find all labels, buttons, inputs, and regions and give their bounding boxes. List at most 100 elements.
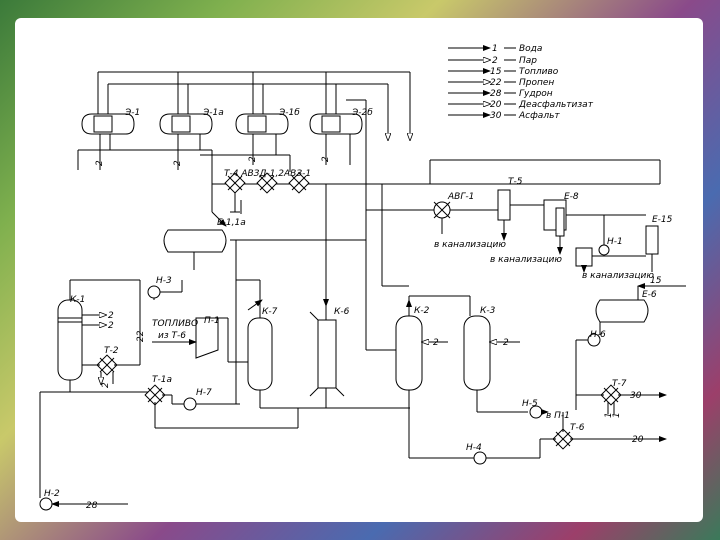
stream-label: 2 (108, 311, 114, 321)
top-pipes (97, 71, 410, 245)
pump-label: Н-1 (607, 237, 623, 247)
pump-label: Н-3 (156, 276, 172, 286)
stream-label: 2 (433, 338, 439, 348)
heat-exchanger-t1a: Т-1а (124, 375, 299, 429)
pump-n5: Н-5 в П-1 (522, 399, 570, 421)
exchanger-label: Т-5 (508, 177, 523, 187)
vessel-e8: Е-8 в канализацию (490, 192, 646, 265)
column-k7: К-7 (235, 240, 410, 409)
legend-label: Вода (519, 44, 542, 54)
stream-label: 2 (321, 156, 331, 162)
stream-label: 28 (86, 501, 98, 511)
diagram-sheet (15, 18, 703, 522)
exchanger-label: Т-1а (152, 375, 172, 385)
fuel-source-label: из Т-6 (158, 331, 186, 341)
exchanger-label: Т-7 (612, 379, 627, 389)
pump-label: Н-6 (590, 330, 606, 340)
evaporator-e1: Э-1 (81, 108, 140, 135)
stream-label: 1 (604, 412, 614, 418)
legend-row-asphalt: 30 Асфальт (448, 111, 560, 121)
evaporator-label: Э-1 (124, 108, 140, 118)
legend-row-deasphaltizate: 20 Деасфальтизат (448, 100, 594, 110)
pump-n4: Н-4 (466, 438, 556, 465)
stream-label: 1 (612, 412, 622, 418)
fuel-label: ТОПЛИВО (152, 319, 198, 329)
exchanger-label: АВГ-1 (447, 192, 474, 202)
pump-n7: Н-7 (162, 388, 240, 411)
evaporator-label: Э-1б (278, 108, 300, 118)
exchanger-label: Т-6 (570, 423, 585, 433)
evaporator-label: Э-2б (351, 108, 373, 118)
drain-label: в канализацию (434, 240, 506, 250)
column-k2: К-2 2 (365, 184, 474, 459)
stream-label: 2 (95, 160, 105, 166)
legend-code: 22 (490, 78, 502, 88)
legend-label: Пар (519, 56, 537, 66)
legend: 1 Вода 2 Пар 15 Топливо 22 Пропен 28 Гуд… (448, 44, 594, 121)
stream-label: 22 (136, 330, 146, 342)
evaporator-e1b: Э-1б (235, 108, 300, 135)
vessel-e15: Е-15 Н-1 в канализацию (575, 215, 673, 281)
legend-code: 2 (492, 56, 498, 66)
evaporator-e2b: Э-2б (309, 108, 373, 135)
evaporator-label: Э-1а (202, 108, 224, 118)
vessel-label: Е-8 (564, 192, 579, 202)
furnace-feed-label: в П-1 (546, 411, 570, 421)
pump-label: Н-4 (466, 443, 482, 453)
stream-label: 15 (650, 276, 662, 286)
heat-exchanger-t5: Т-5 (497, 177, 544, 241)
vessel-e6: Е-6 15 Н-6 (575, 276, 686, 410)
air-cooler-row: Т-4 АВЗД-1,2АВЗ-1 Е-1,1а (211, 159, 661, 228)
stream-label: 2 (248, 156, 258, 162)
column-k3: К-3 2 (463, 306, 528, 413)
avg1-cooler: АВГ-1 в канализацию (366, 192, 506, 250)
exchanger-label: Т-2 (104, 346, 119, 356)
legend-code: 30 (490, 111, 502, 121)
legend-code: 20 (490, 100, 502, 110)
drain-label: в канализацию (582, 271, 654, 281)
legend-label: Асфальт (518, 111, 560, 121)
legend-code: 28 (490, 89, 502, 99)
column-k1: К-1 2 2 22 (39, 279, 146, 498)
legend-row-fuel: 15 Топливо (448, 67, 559, 77)
heat-exchanger-t6: Т-6 20 (552, 412, 667, 450)
stream-label: 2 (503, 338, 509, 348)
column-k6: К-6 (309, 184, 350, 408)
stream-label: 30 (630, 391, 642, 401)
drain-label: в канализацию (490, 255, 562, 265)
column-label: К-1 (70, 295, 85, 305)
pump-label: Н-5 (522, 399, 538, 409)
furnace-label: П-1 (204, 316, 220, 326)
heat-exchanger-t7: Т-7 30 1 1 (576, 379, 667, 418)
legend-row-steam: 2 Пар (448, 56, 537, 66)
column-label: К-7 (262, 307, 278, 317)
stream-label: 2 (173, 160, 183, 166)
legend-label: Пропен (519, 78, 554, 88)
legend-label: Гудрон (519, 89, 553, 99)
legend-code: 15 (490, 67, 502, 77)
legend-code: 1 (492, 44, 498, 54)
column-label: К-2 (414, 306, 430, 316)
legend-row-tar: 28 Гудрон (448, 89, 553, 99)
evaporator-steam-lines: 2 2 2 2 (77, 134, 351, 172)
evaporator-e1a: Э-1а (159, 108, 224, 135)
legend-label: Деасфальтизат (518, 100, 594, 110)
stream-label: 2 (101, 382, 111, 388)
vessel-e1 (163, 229, 366, 270)
pump-n3: Н-3 (147, 276, 183, 300)
heat-exchanger-t2: Т-2 2 (82, 345, 141, 388)
legend-row-propane: 22 Пропен (448, 78, 554, 88)
vessel-label: Е-1,1а (217, 218, 246, 228)
column-label: К-3 (480, 306, 496, 316)
furnace-p1: П-1 ТОПЛИВО из Т-6 (152, 316, 248, 363)
pump-label: Н-7 (196, 388, 212, 398)
pump-n2: Н-2 28 (39, 392, 128, 511)
legend-row-water: 1 Вода (448, 44, 542, 54)
legend-label: Топливо (519, 67, 559, 77)
exchanger-row-label: Т-4 АВЗД-1,2АВЗ-1 (224, 169, 311, 179)
vessel-label: Е-6 (642, 290, 657, 300)
column-label: К-6 (334, 307, 350, 317)
pump-label: Н-2 (44, 489, 60, 499)
stream-label: 20 (632, 435, 644, 445)
